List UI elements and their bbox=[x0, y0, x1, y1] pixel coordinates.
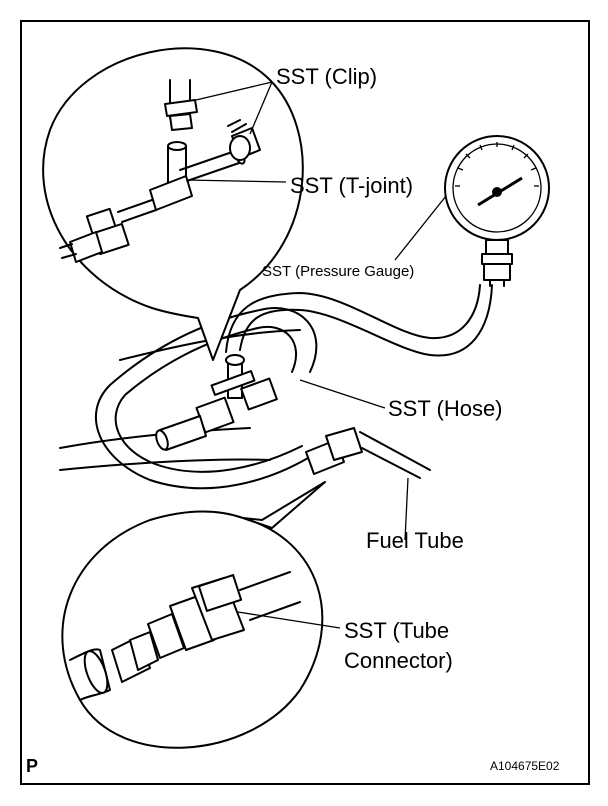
label-sst-hose: SST (Hose) bbox=[388, 396, 503, 421]
inset-clip-top bbox=[164, 79, 198, 131]
label-fuel-tube: Fuel Tube bbox=[366, 528, 464, 553]
pressure-gauge bbox=[444, 135, 550, 287]
corner-mark: P bbox=[26, 756, 38, 776]
lower-detail-inset bbox=[61, 481, 326, 749]
sst-hose bbox=[94, 284, 493, 490]
upper-detail-inset bbox=[42, 47, 304, 361]
main-t-joint bbox=[155, 354, 278, 451]
label-sst-pressure-gauge: SST (Pressure Gauge) bbox=[262, 263, 414, 280]
main-assembly bbox=[59, 284, 493, 490]
label-sst-tube-connector-line2: Connector) bbox=[344, 648, 453, 673]
inset-tube-connector bbox=[111, 571, 301, 683]
label-sst-tube-connector-line1: SST (Tube bbox=[344, 618, 449, 643]
inset-clip-right bbox=[227, 119, 261, 161]
leader-lines bbox=[185, 81, 447, 629]
label-sst-t-joint: SST (T-joint) bbox=[290, 173, 413, 198]
label-sst-clip: SST (Clip) bbox=[276, 64, 377, 89]
main-tube-connector bbox=[305, 427, 431, 479]
figure-frame bbox=[20, 20, 590, 785]
figure-code: A104675E02 bbox=[490, 759, 560, 773]
inset-quick-connector bbox=[59, 207, 130, 263]
